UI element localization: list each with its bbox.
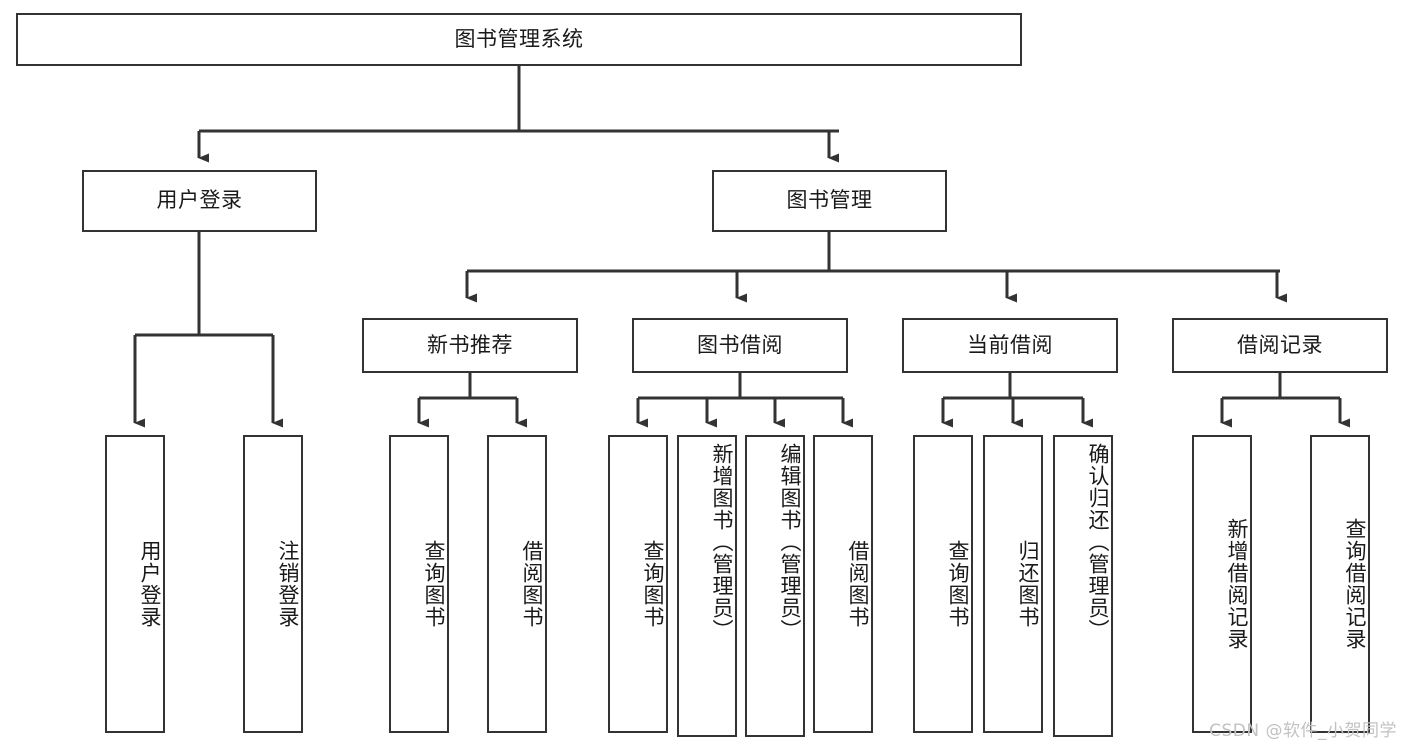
node-user-login[interactable]: 用户登录 xyxy=(82,170,317,232)
leaf-user-login-signin[interactable]: 用户登录 xyxy=(105,435,165,733)
node-current-borrowing[interactable]: 当前借阅 xyxy=(902,318,1118,373)
leaf-borrow-record-query-record[interactable]: 查询借阅记录 xyxy=(1310,435,1370,733)
leaf-current-borrow-query-books[interactable]: 查询图书 xyxy=(913,435,973,733)
leaf-book-borrow-borrow-books[interactable]: 借阅图书 xyxy=(813,435,873,733)
node-new-book-recommendation[interactable]: 新书推荐 xyxy=(362,318,578,373)
node-borrowing-record[interactable]: 借阅记录 xyxy=(1172,318,1388,373)
node-root-book-management-system[interactable]: 图书管理系统 xyxy=(16,13,1022,66)
leaf-current-borrow-return-books[interactable]: 归还图书 xyxy=(983,435,1043,733)
node-book-management[interactable]: 图书管理 xyxy=(712,170,947,232)
leaf-book-borrow-add-book-admin[interactable]: 新增图书（管理员） xyxy=(677,435,737,737)
leaf-new-book-borrow-books[interactable]: 借阅图书 xyxy=(487,435,547,733)
leaf-new-book-query-books[interactable]: 查询图书 xyxy=(389,435,449,733)
leaf-current-borrow-confirm-return-admin[interactable]: 确认归还（管理员） xyxy=(1053,435,1113,737)
leaf-book-borrow-edit-book-admin[interactable]: 编辑图书（管理员） xyxy=(745,435,805,737)
leaf-user-login-signout[interactable]: 注销登录 xyxy=(243,435,303,733)
node-book-borrowing[interactable]: 图书借阅 xyxy=(632,318,848,373)
leaf-book-borrow-query-books[interactable]: 查询图书 xyxy=(608,435,668,733)
leaf-borrow-record-add-record[interactable]: 新增借阅记录 xyxy=(1192,435,1252,733)
csdn-watermark: CSDN @软件_小贺同学 xyxy=(1209,721,1397,741)
